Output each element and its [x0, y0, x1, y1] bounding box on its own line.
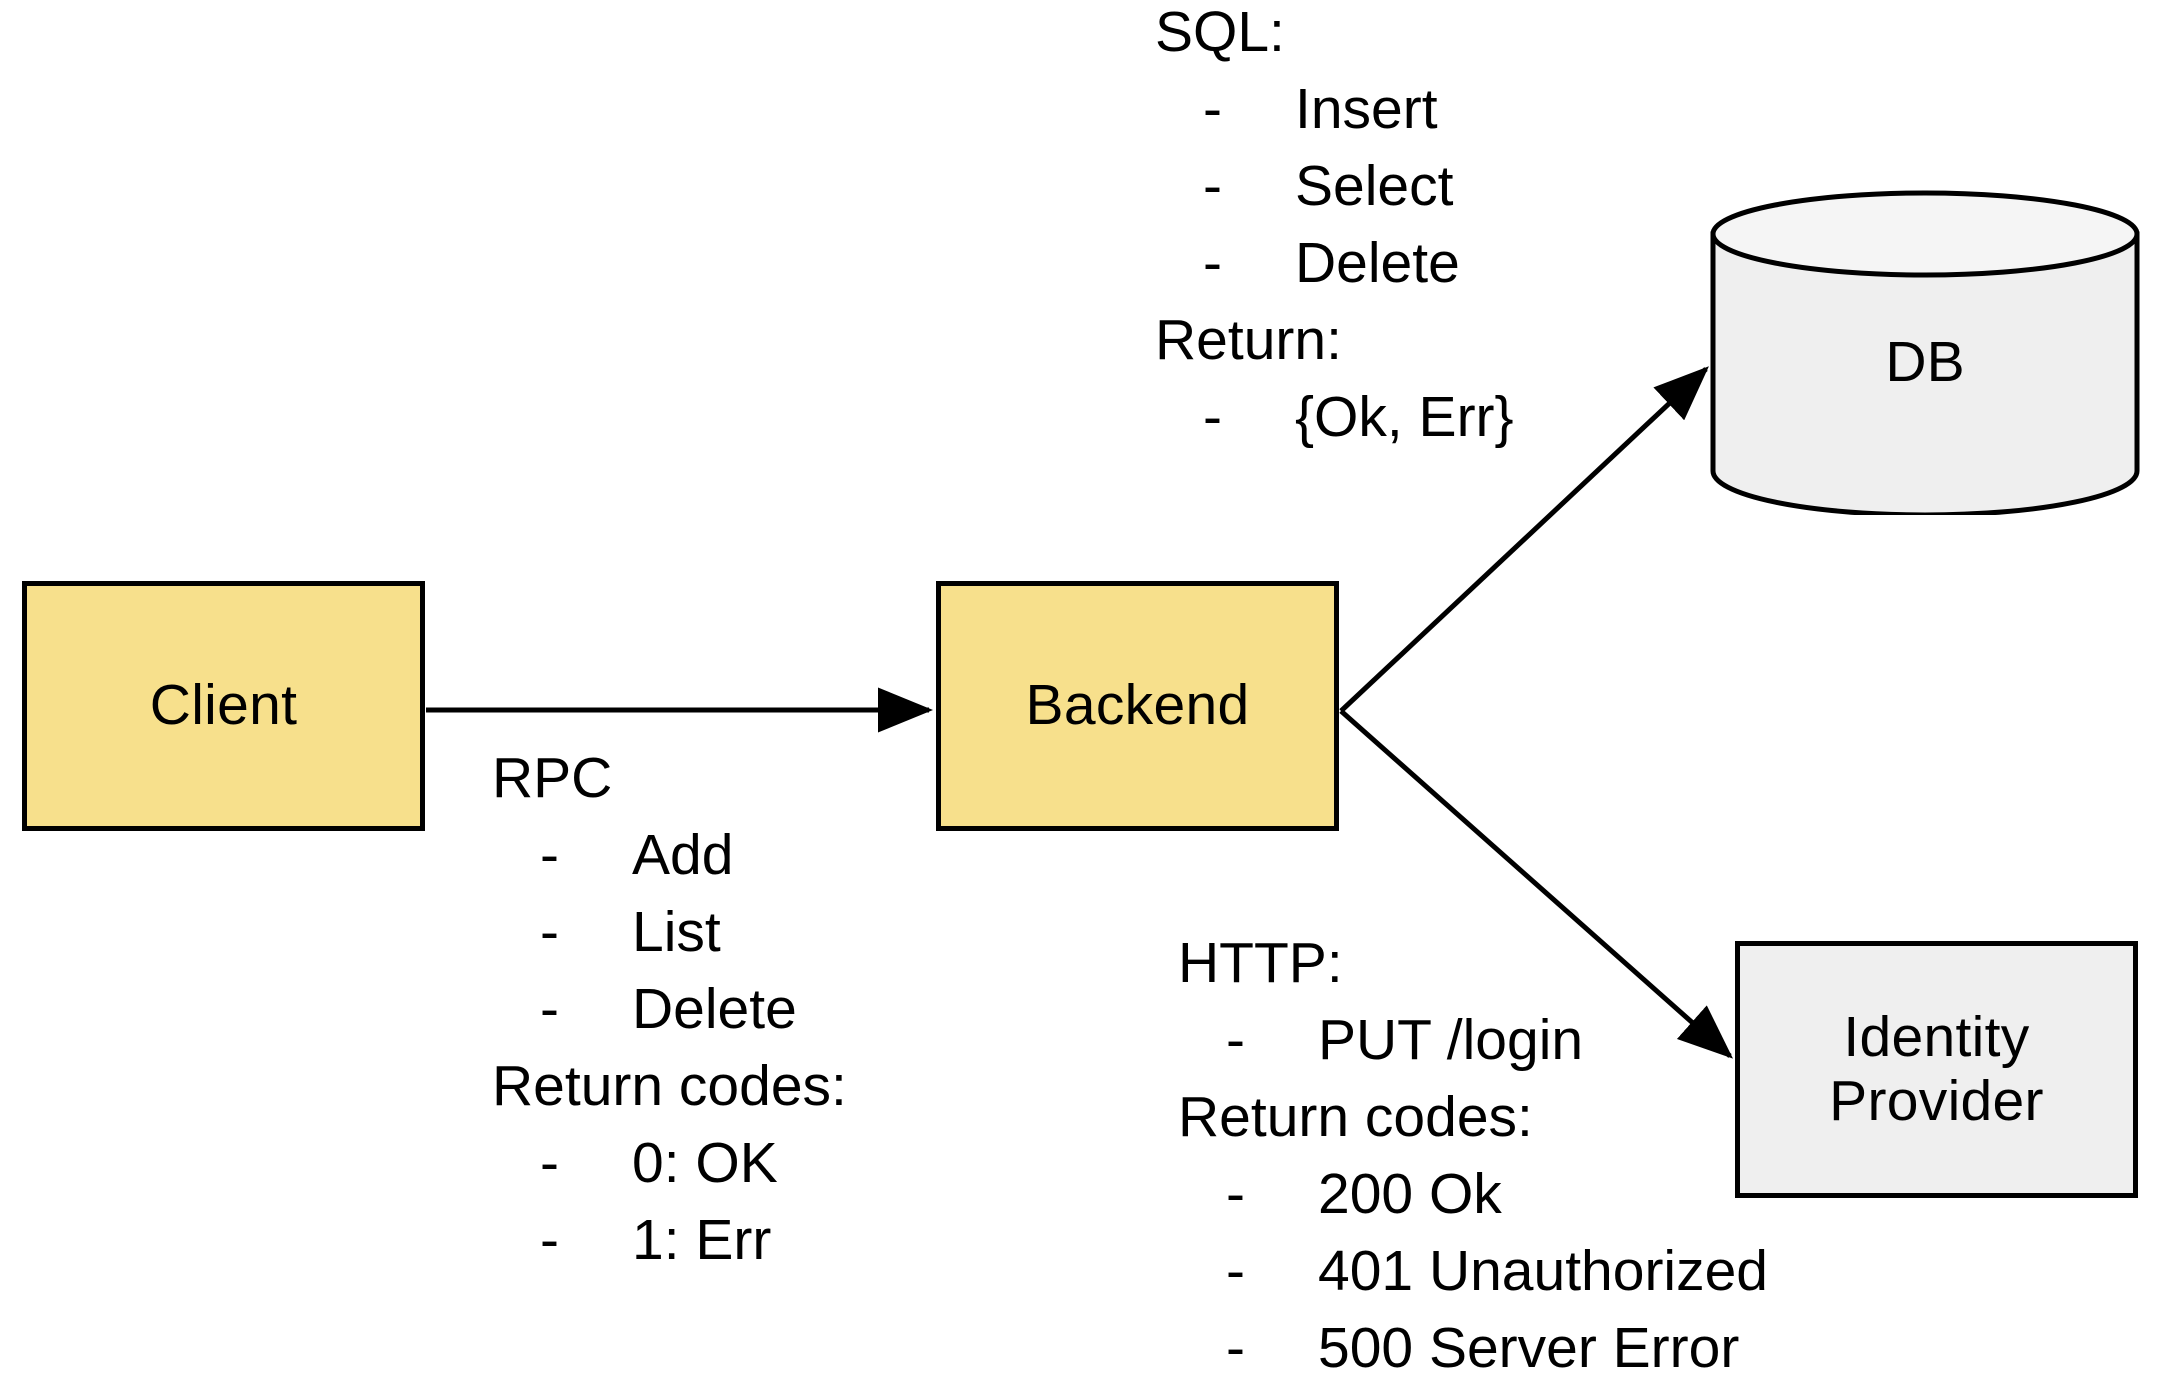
node-client[interactable]: Client — [22, 581, 425, 831]
bullet-dash: - — [1226, 1162, 1245, 1226]
annotation-rpc-item: - Delete — [492, 971, 847, 1048]
annotation-sql-item: - Insert — [1155, 71, 1514, 148]
node-backend-label: Backend — [1025, 673, 1250, 738]
annotation-http-return-item: - 500 Server Error — [1178, 1310, 1768, 1387]
node-db[interactable]: DB — [1710, 190, 2140, 515]
bullet-dash: - — [1226, 1316, 1245, 1380]
annotation-http-return-item: - 200 Ok — [1178, 1156, 1768, 1233]
annotation-rpc-item-label: Delete — [632, 977, 797, 1041]
node-backend[interactable]: Backend — [936, 581, 1339, 831]
bullet-dash: - — [1203, 154, 1222, 218]
annotation-rpc: RPC - Add - List - Delete Return codes: - 0:… — [492, 740, 847, 1279]
annotation-rpc-return-item-label: 1: Err — [632, 1208, 772, 1272]
annotation-sql-return-item: - {Ok, Err} — [1155, 379, 1514, 456]
annotation-sql-item: - Select — [1155, 148, 1514, 225]
annotation-http-item: - PUT /login — [1178, 1002, 1768, 1079]
annotation-http-return-item: - 401 Unauthorized — [1178, 1233, 1768, 1310]
database-cylinder-icon — [1710, 190, 2140, 515]
annotation-http-header: HTTP: — [1178, 931, 1343, 995]
annotation-rpc-header: RPC — [492, 746, 613, 810]
annotation-sql-item-label: Delete — [1295, 231, 1460, 295]
node-identity-provider[interactable]: Identity Provider — [1735, 941, 2138, 1198]
annotation-sql-item: - Delete — [1155, 225, 1514, 302]
node-identity-provider-label: Identity Provider — [1829, 1004, 2044, 1134]
bullet-dash: - — [1226, 1008, 1245, 1072]
annotation-rpc-item: - List — [492, 894, 847, 971]
annotation-http-item-label: PUT /login — [1318, 1008, 1584, 1072]
bullet-dash: - — [1203, 77, 1222, 141]
bullet-dash: - — [540, 1131, 559, 1195]
annotation-sql-return-item-label: {Ok, Err} — [1295, 385, 1514, 449]
annotation-sql-item-label: Insert — [1295, 77, 1438, 141]
annotation-http-return-item-label: 401 Unauthorized — [1318, 1239, 1768, 1303]
bullet-dash: - — [540, 900, 559, 964]
bullet-dash: - — [1226, 1239, 1245, 1303]
annotation-http: HTTP: -PUT /login Return codes: -200 Ok … — [1178, 925, 1768, 1387]
annotation-rpc-item-label: List — [632, 900, 721, 964]
annotation-rpc-return-item: - 0: OK — [492, 1125, 847, 1202]
annotation-rpc-item: - Add — [492, 817, 847, 894]
annotation-http-return-header: Return codes: — [1178, 1085, 1533, 1149]
annotation-sql-return-header: Return: — [1155, 308, 1342, 372]
node-identity-provider-label-line1: Identity — [1843, 1004, 2030, 1069]
annotation-sql: SQL: - Insert - Select - Delete Return: - {O… — [1155, 0, 1514, 456]
node-client-label: Client — [149, 673, 298, 738]
bullet-dash: - — [1203, 385, 1222, 449]
annotation-http-return-item-label: 200 Ok — [1318, 1162, 1502, 1226]
annotation-http-return-item-label: 500 Server Error — [1318, 1316, 1740, 1380]
annotation-rpc-return-item-label: 0: OK — [632, 1131, 778, 1195]
bullet-dash: - — [540, 977, 559, 1041]
annotation-sql-header: SQL: — [1155, 0, 1285, 64]
annotation-rpc-return-header: Return codes: — [492, 1054, 847, 1118]
annotation-rpc-item-label: Add — [632, 823, 734, 887]
annotation-rpc-return-item: - 1: Err — [492, 1202, 847, 1279]
annotation-sql-item-label: Select — [1295, 154, 1454, 218]
bullet-dash: - — [1203, 231, 1222, 295]
bullet-dash: - — [540, 1208, 559, 1272]
node-identity-provider-label-line2: Provider — [1829, 1068, 2044, 1133]
bullet-dash: - — [540, 823, 559, 887]
